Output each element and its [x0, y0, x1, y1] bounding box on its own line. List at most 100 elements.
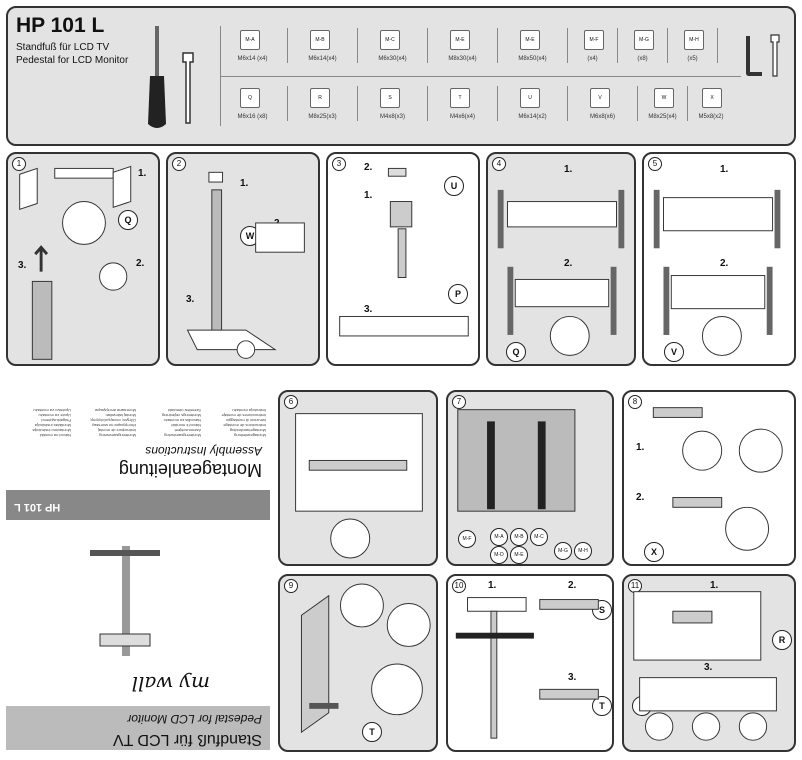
substep-label: 1.	[138, 168, 147, 179]
cover-main-subtitle: Assembly Instructions	[145, 444, 262, 458]
step-10-panel: 10 1. 2. 3. S T	[446, 574, 614, 752]
parts-grid-area	[220, 26, 741, 126]
cover-model: HP 101 L	[14, 501, 61, 513]
substep-label: 2.	[720, 258, 729, 269]
step-number: 7	[452, 395, 466, 409]
bag-icon: M-F	[584, 30, 604, 50]
step-6-illustration	[295, 413, 423, 559]
step-number: 10	[452, 579, 466, 593]
bag-icon: S	[380, 88, 400, 108]
step-5-panel: 5 1. 2. V	[642, 152, 796, 366]
part-callout: V	[664, 342, 684, 362]
wrench-small-icon	[770, 34, 780, 77]
screw-tag: M-E	[510, 546, 528, 564]
step-5-illustration	[653, 189, 781, 356]
substep-label: 3.	[568, 672, 577, 683]
substep-label: 1.	[720, 164, 729, 175]
step-2-panel: 2 1. 2. 3. W	[166, 152, 320, 366]
screwdriver-icon	[148, 26, 166, 128]
step-number: 8	[628, 395, 642, 409]
cover-model-bar: HP 101 L	[6, 490, 270, 520]
bag-icon: U	[520, 88, 540, 108]
step-number: 9	[284, 579, 298, 593]
step-8-illustration	[652, 407, 783, 551]
parts-row-1	[221, 26, 741, 77]
wrench-icon	[182, 52, 194, 124]
step-8-panel: 8 1. 2. X	[622, 390, 796, 566]
screw-tag: M-F	[458, 530, 476, 548]
step-number: 2	[172, 157, 186, 171]
substep-label: 1.	[710, 580, 719, 591]
part-callout: X	[644, 542, 664, 562]
substep-label: 1.	[636, 442, 645, 453]
screw-tag: M-C	[530, 528, 548, 546]
step-9-panel: 9 T	[278, 574, 438, 752]
parts-header: HP 101 L Standfuß für LCD TV Pedestal fo…	[6, 6, 796, 146]
screw-tag: M-A	[490, 528, 508, 546]
part-callout: T	[362, 722, 382, 742]
screw-tag: M-D	[490, 546, 508, 564]
step-1-illustration	[19, 165, 132, 360]
step-6-panel: 6	[278, 390, 438, 566]
cover-main-title: Montageanleitung	[118, 460, 262, 480]
step-number: 1	[12, 157, 26, 171]
bag-icon: M-B	[310, 30, 330, 50]
substep-label: 1.	[364, 190, 373, 201]
screw-tag: M-H	[574, 542, 592, 560]
bag-icon: R	[310, 88, 330, 108]
substep-label: 2.	[636, 492, 645, 503]
substep-label: 2.	[136, 258, 145, 269]
part-mf: M-F(x4)	[568, 28, 618, 63]
step-number: 5	[648, 157, 662, 171]
pedestal-product-image	[90, 546, 160, 656]
cover-title-bar: Standfuß für LCD TV Pedestal for LCD Mon…	[6, 706, 270, 750]
step-7-panel: 7 M-F M-A M-B M-C M-D M-E M-G M-H	[446, 390, 614, 566]
substep-label: 2.	[564, 258, 573, 269]
step-4-panel: 4 1. 2. Q	[486, 152, 636, 366]
step-number: 6	[284, 395, 298, 409]
step-11-illustration	[633, 591, 777, 741]
step-number: 3	[332, 157, 346, 171]
bag-icon: M-E	[520, 30, 540, 50]
step-2-illustration	[186, 171, 305, 359]
substep-label: 1.	[488, 580, 497, 591]
step-number: 4	[492, 157, 506, 171]
step-7-illustration	[457, 409, 576, 512]
substep-label: 3.	[18, 260, 27, 271]
step-1-panel: 1 1. 2. 3. Q	[6, 152, 160, 366]
hex-key-icon	[746, 36, 762, 76]
bag-icon: M-E	[450, 30, 470, 50]
step-3-panel: 3 2. 1. 3. U P	[326, 152, 480, 366]
part-callout: P	[448, 284, 468, 304]
bag-icon: Q	[240, 88, 260, 108]
bag-icon: X	[702, 88, 722, 108]
part-callout: R	[772, 630, 792, 650]
part-callout: T	[592, 696, 612, 716]
screw-tag: M-G	[554, 542, 572, 560]
bag-icon: M-A	[240, 30, 260, 50]
step-4-illustration	[497, 189, 625, 356]
part-p	[718, 28, 734, 63]
step-11-panel: 11 1. 3. R V	[622, 574, 796, 752]
substep-label: 2.	[568, 580, 577, 591]
cover-title-en: Pedestal for LCD Monitor	[127, 712, 262, 726]
part-mh: M-H(x5)	[668, 28, 718, 63]
brand-logo: my wall	[131, 672, 210, 696]
bag-icon: V	[590, 88, 610, 108]
step-10-illustration	[455, 597, 599, 739]
substep-label: 2.	[364, 162, 373, 173]
step-3-illustration	[339, 167, 469, 337]
